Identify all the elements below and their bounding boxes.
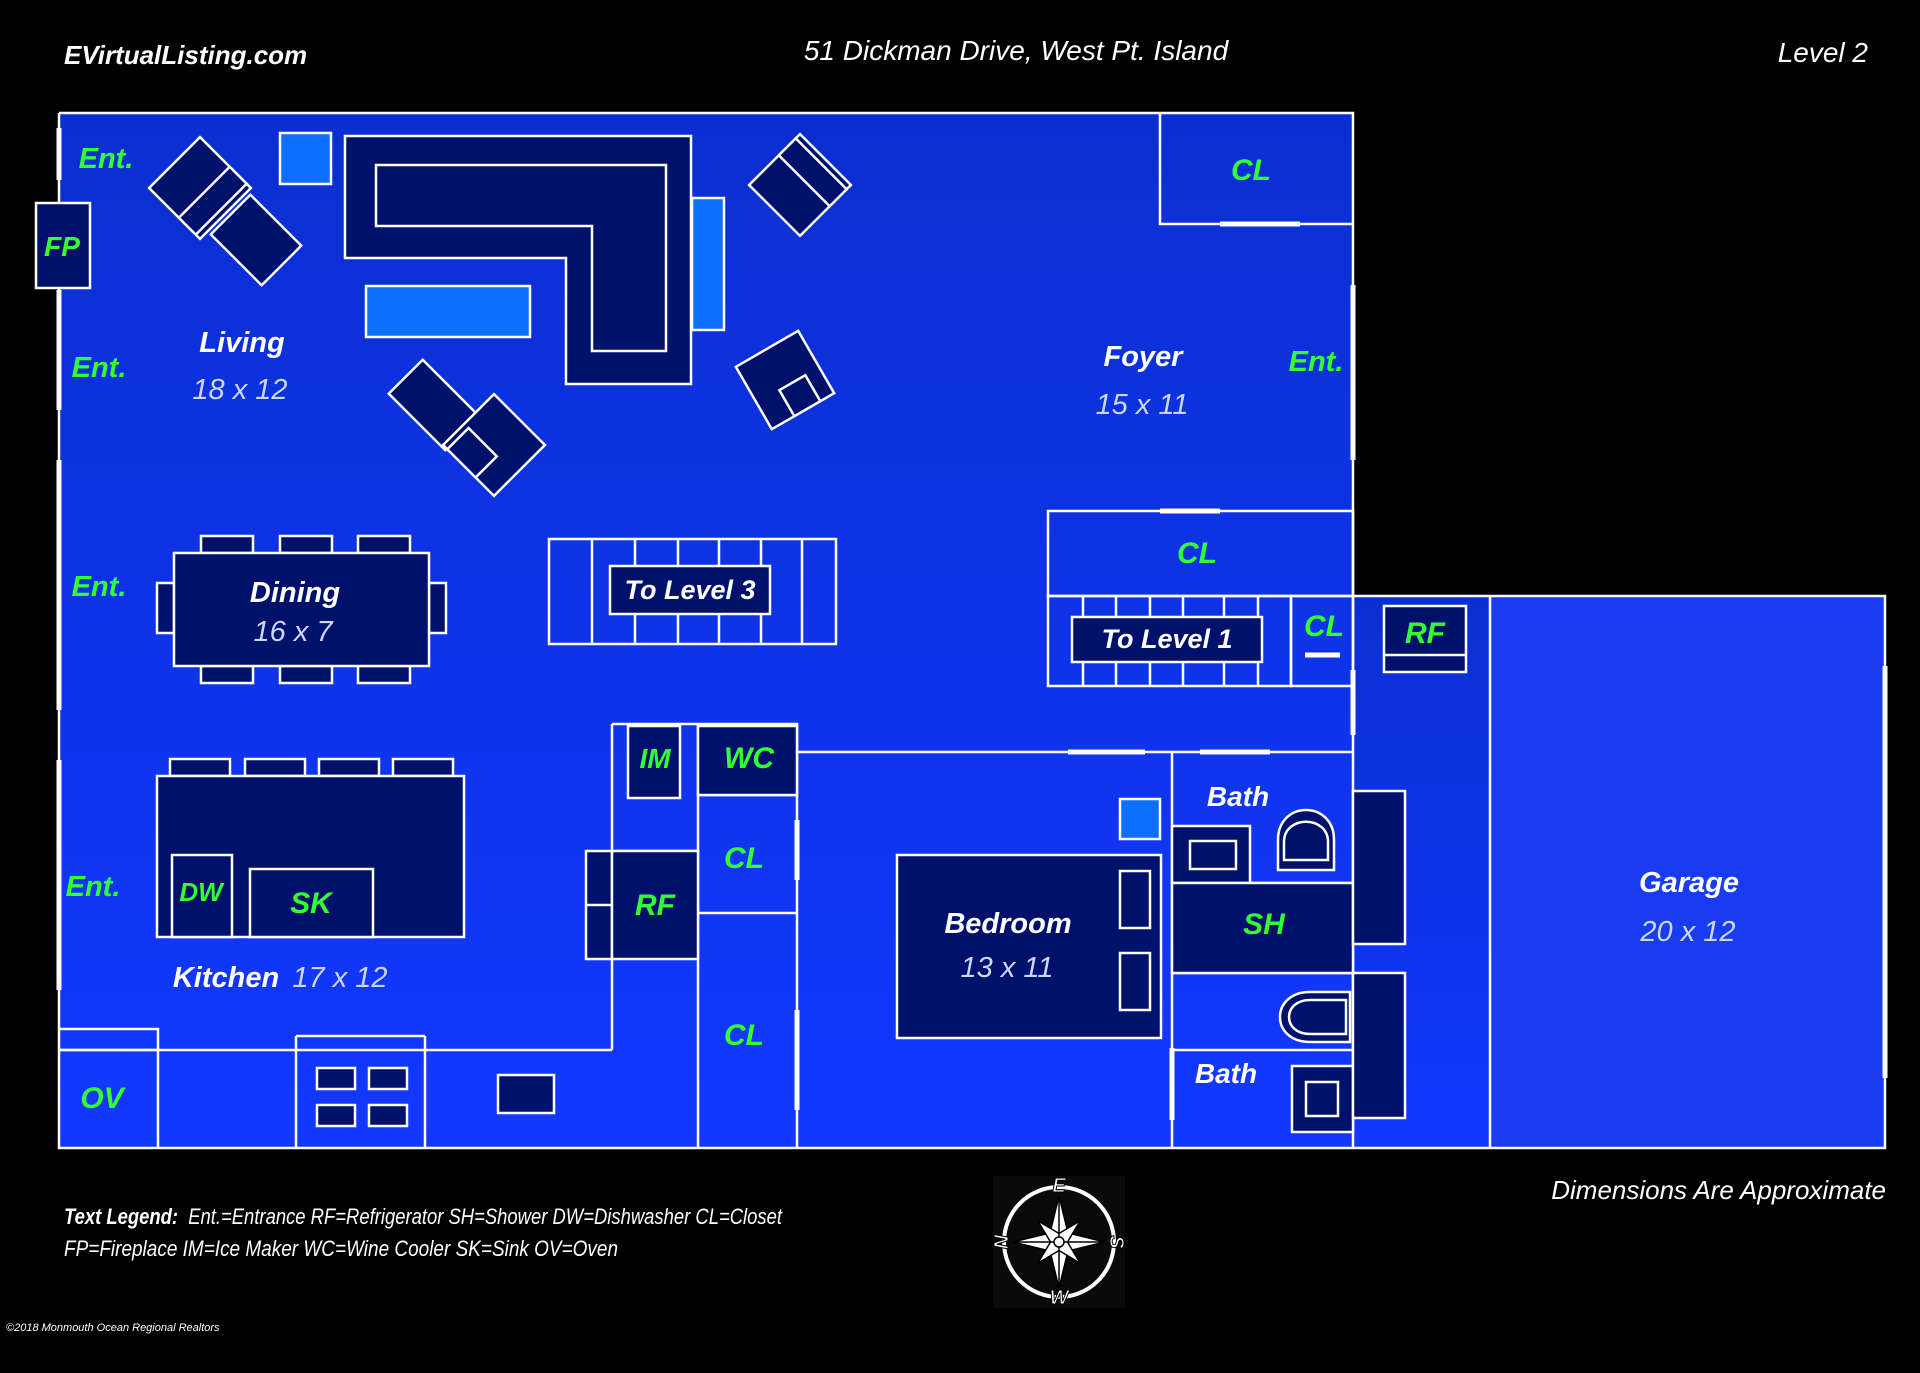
garage-refrigerator: RF [1382,604,1468,674]
copyright-text: ©2018 Monmouth Ocean Regional Realtors [6,1322,220,1334]
sink-label: SK [290,887,334,920]
living-room-furniture [147,131,853,498]
shower-label: SH [1243,908,1286,941]
living-room-dims: 18 x 12 [192,374,287,406]
entrance-label: Ent. [72,352,127,384]
refrigerator-label-kitchen: RF [635,889,676,922]
bath-bottom-fixtures [1278,990,1355,1134]
door-openings [56,128,1888,1120]
dining-dims: 16 x 7 [254,616,335,648]
side-table [690,196,726,332]
shower: SH [1170,881,1355,975]
stairs-to-level-1: To Level 1 [1070,596,1264,686]
compass-rose-icon: E W N S [991,1175,1128,1310]
property-address: 51 Dickman Drive, West Pt. Island [804,35,1230,66]
oven-label: OV [80,1082,126,1115]
cooktop [315,1066,556,1128]
compass-south: S [1105,1235,1127,1249]
bath-top-fixtures [1170,808,1336,885]
ice-maker: IM [626,724,682,800]
dining-table [155,534,448,685]
end-table [278,131,333,186]
kitchen-island: DW SK [155,757,466,939]
wine-cooler-label: WC [724,742,775,775]
ottoman [364,284,532,339]
fireplace: FP [34,201,92,290]
bath-top-name: Bath [1207,781,1269,812]
closet-label-lower: CL [724,1019,764,1052]
nightstand [1118,797,1162,841]
kitchen-refrigerator: RF [584,849,700,961]
kitchen-name: Kitchen [173,962,279,994]
entrance-label: Ent. [66,871,121,903]
legend-line-2: FP=Fireplace IM=Ice Maker WC=Wine Cooler… [64,1236,618,1261]
garage-dims: 20 x 12 [1639,916,1735,948]
level-indicator: Level 2 [1778,37,1869,68]
exterior-walls [57,111,1887,1150]
bath-bottom-name: Bath [1195,1058,1257,1089]
dishwasher-label: DW [179,877,225,907]
entrance-label: Ent. [79,143,134,175]
stairs-up-label: To Level 3 [624,575,755,605]
stairs-down-label: To Level 1 [1101,624,1232,654]
foyer-name: Foyer [1104,341,1185,373]
entrance-label: Ent. [1289,346,1344,378]
kitchen-dims: 17 x 12 [292,962,387,994]
site-logo-text: EVirtualListing.com [64,40,307,70]
wine-cooler: WC [696,724,799,797]
oven: OV [59,1027,160,1148]
legend-line-1: Ent.=Entrance RF=Refrigerator SH=Shower … [188,1204,783,1229]
bedroom-name: Bedroom [944,908,1071,940]
compass-west: W [1050,1287,1071,1309]
dining-name: Dining [250,577,340,609]
closet-label-pantry: CL [724,842,764,875]
closet-label-small: CL [1304,610,1344,643]
text-legend: Text Legend: Ent.=Entrance RF=Refrigerat… [64,1204,783,1261]
compass-east: E [1052,1175,1066,1197]
foyer-dims: 15 x 11 [1096,389,1189,421]
entrance-label: Ent. [72,571,127,603]
ice-maker-label: IM [639,743,671,774]
bed [895,853,1163,1040]
hall-cabinets [1351,789,1407,1120]
closet-label-foyer: CL [1231,154,1271,187]
refrigerator-label-garage: RF [1405,617,1446,650]
legend-title: Text Legend: [64,1204,178,1229]
stairs-to-level-3: To Level 3 [547,537,838,646]
svg-text:Text Legend: Ent.=Entran: Text Legend: Ent.=Entrance RF=Refrigerat… [64,1204,783,1229]
closet-label-hall: CL [1177,537,1217,570]
garage-name: Garage [1639,867,1739,899]
fireplace-label: FP [44,231,80,262]
bedroom-dims: 13 x 11 [961,952,1054,984]
living-room-name: Living [199,327,285,359]
compass-north: N [991,1234,1013,1249]
dimensions-note: Dimensions Are Approximate [1551,1175,1886,1205]
